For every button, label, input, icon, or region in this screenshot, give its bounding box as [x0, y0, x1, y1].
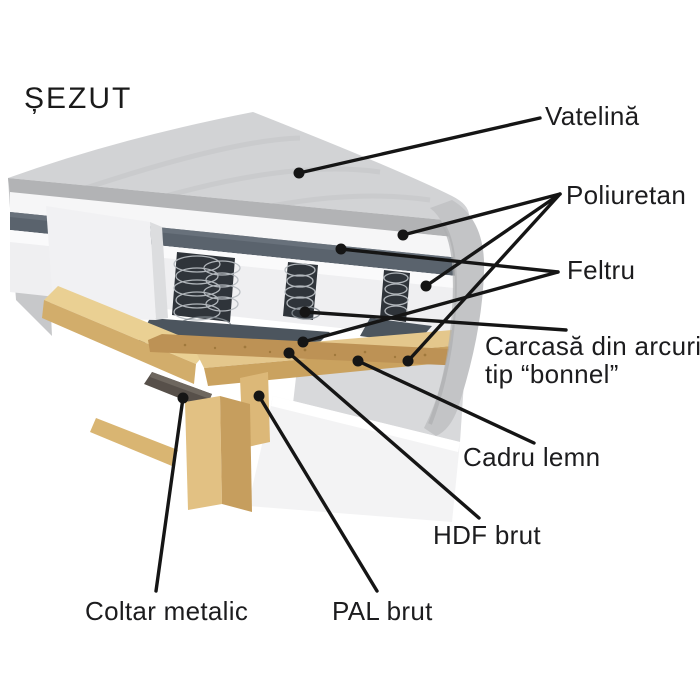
- label-pal-brut: PAL brut: [332, 596, 433, 626]
- vatelina-bevel: [8, 178, 467, 238]
- label-carcasa-line1: Carcasă din arcuri: [485, 331, 700, 361]
- callout-dot-pal: [253, 390, 265, 402]
- callout-dot-carcasa: [299, 306, 311, 318]
- callout-line-feltru-1: [339, 247, 560, 274]
- callout-line-poliuretan-3: [406, 192, 562, 363]
- callout-line-pal: [257, 394, 379, 593]
- hdf-speckles: [183, 343, 450, 361]
- label-feltru: Feltru: [567, 255, 636, 285]
- callout-line-coltar: [154, 396, 185, 593]
- spring-window-3: [380, 270, 410, 322]
- callout-dot-poliuretan-1: [397, 229, 409, 241]
- pal-corner-post: [185, 396, 222, 510]
- callout-dot-cadru: [352, 355, 364, 367]
- callout-dot-coltar: [177, 392, 189, 404]
- label-coltar-metalic: Coltar metalic: [85, 596, 249, 626]
- callout-dot-poliuretan-3: [402, 355, 414, 367]
- callout-line-poliuretan-2: [424, 192, 562, 288]
- label-cadru-lemn: Cadru lemn: [463, 442, 601, 472]
- callout-line-carcasa: [303, 310, 568, 332]
- metal-bracket-highlight: [150, 372, 212, 399]
- label-hdf-brut: HDF brut: [433, 520, 541, 550]
- wood-lower-left: [90, 418, 178, 466]
- callout-dots: [177, 167, 432, 404]
- callout-dot-poliuretan-2: [420, 280, 432, 292]
- bottom-band-highlight: [271, 396, 460, 452]
- callout-dot-feltru-2: [297, 336, 309, 348]
- callout-line-cadru: [356, 359, 536, 445]
- label-carcasa-arcuri: Carcasă din arcuri tip “bonnel”: [485, 332, 700, 388]
- label-poliuretan: Poliuretan: [566, 180, 687, 210]
- page-title: ȘEZUT: [24, 82, 133, 115]
- callout-line-feltru-2: [301, 270, 560, 344]
- label-carcasa-line2: tip “bonnel”: [485, 359, 619, 389]
- wood-rail-left-front: [42, 300, 196, 384]
- callout-dot-hdf: [283, 347, 295, 359]
- callout-line-vatelina: [297, 116, 542, 175]
- callout-dot-feltru-1: [335, 243, 347, 255]
- callout-line-hdf: [287, 351, 481, 520]
- pal-corner-post-side: [220, 396, 252, 512]
- hdf-board: [148, 334, 470, 366]
- foam-corner-block-side: [150, 222, 168, 320]
- label-vatelina: Vatelină: [545, 101, 640, 131]
- foam-corner-block: [46, 206, 156, 320]
- callout-line-poliuretan-1: [401, 192, 562, 237]
- poliuretan-top-sheet: [10, 192, 463, 258]
- bottom-white-band: [248, 396, 460, 522]
- callout-dot-vatelina: [293, 167, 305, 179]
- callout-lines: [154, 116, 568, 593]
